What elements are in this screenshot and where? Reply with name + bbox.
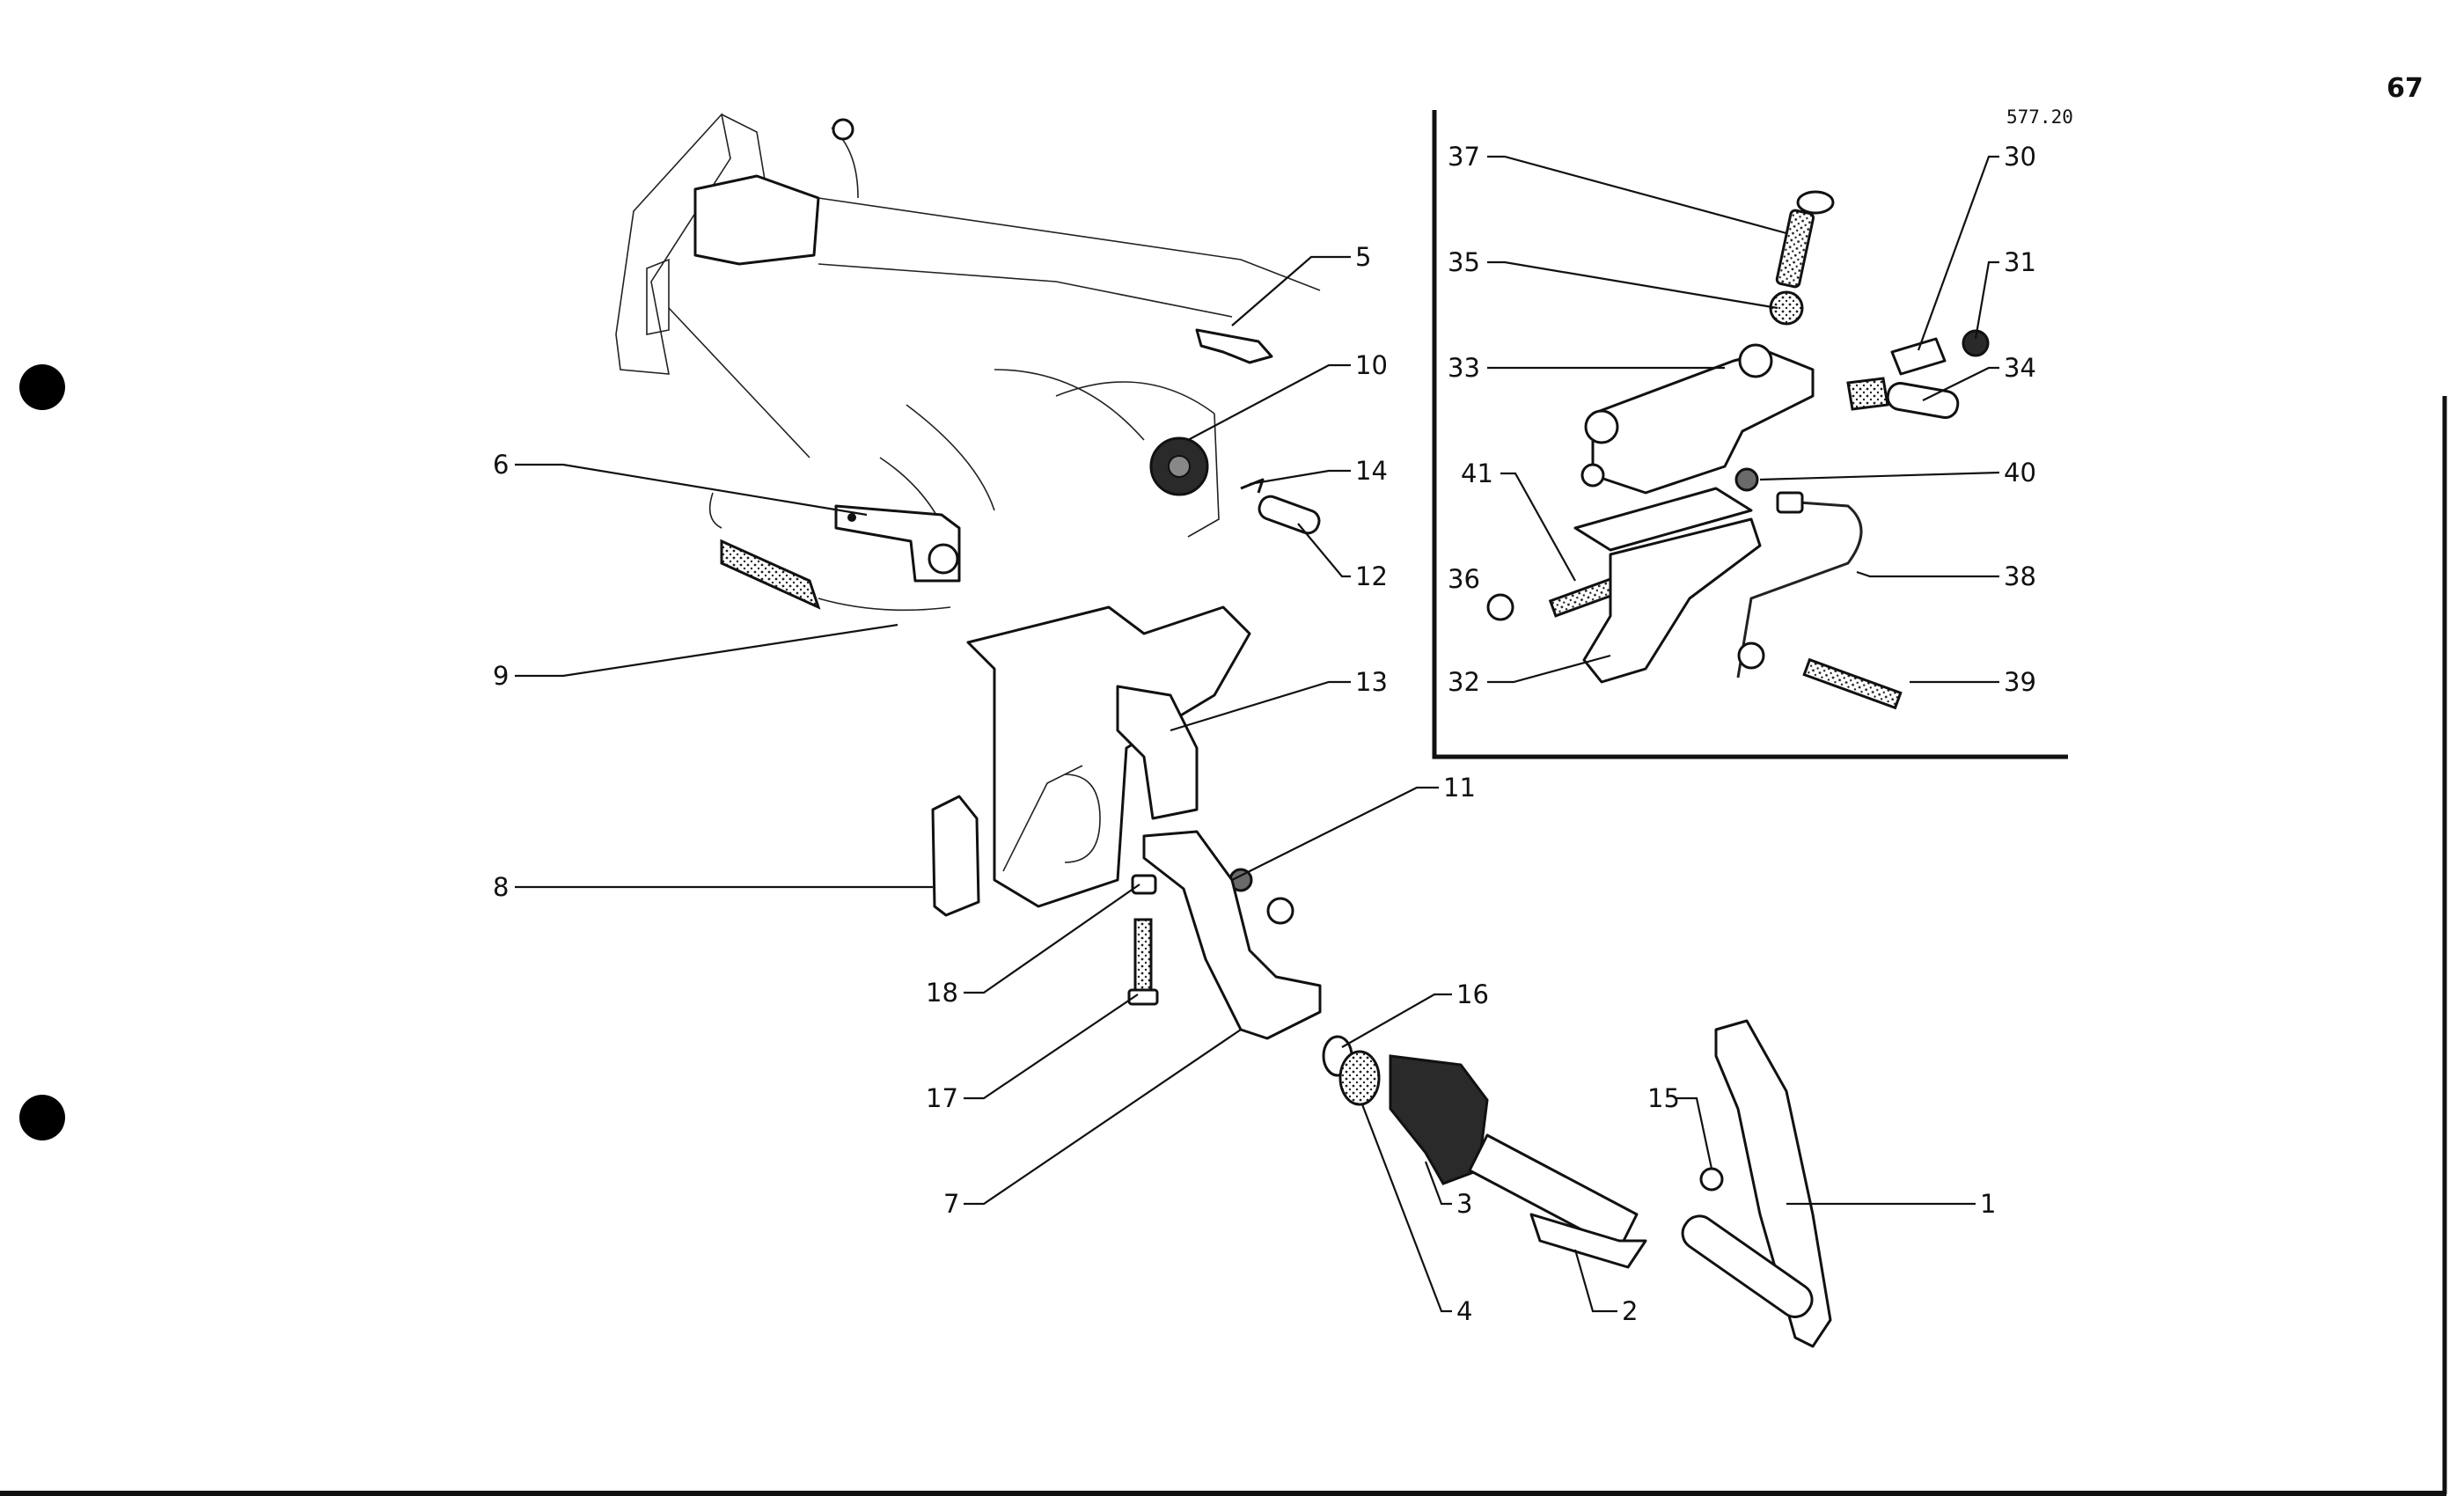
callout-labels: 1 2 3 4 5 6 7 8 9 10 11 12 13 14 15 16 1…	[493, 142, 2036, 1326]
callout-31: 31	[2004, 247, 2036, 277]
callout-37: 37	[1448, 142, 1480, 172]
callout-41: 41	[1461, 458, 1493, 488]
part-12-pin	[1258, 495, 1321, 535]
part-38-pipe	[1736, 500, 1863, 678]
part-5-bracket	[1195, 328, 1273, 364]
part-37-screw	[1775, 209, 1815, 289]
callout-4: 4	[1456, 1296, 1472, 1326]
part-30-valve	[1890, 337, 1947, 376]
callout-39: 39	[2004, 667, 2036, 697]
part-7-pedal-arm	[1142, 830, 1322, 1040]
inset-frame	[1432, 110, 2068, 759]
leader-lines	[515, 155, 2000, 1313]
callout-7: 7	[943, 1189, 959, 1219]
callout-10: 10	[1355, 350, 1388, 380]
part-32-bracket	[1582, 517, 1762, 684]
main-assembly	[615, 113, 1832, 1348]
callout-3: 3	[1456, 1189, 1472, 1219]
callout-40: 40	[2004, 458, 2036, 488]
part-17-bolt	[1133, 918, 1153, 992]
binder-hole-bottom	[19, 1095, 65, 1140]
callout-17: 17	[926, 1083, 958, 1113]
part-11-eye	[1266, 897, 1294, 925]
callout-5: 5	[1355, 242, 1371, 272]
callout-34: 34	[2004, 353, 2036, 383]
callout-9: 9	[493, 661, 509, 691]
callout-33: 33	[1448, 353, 1480, 383]
part-34-fitting	[1846, 377, 1889, 411]
part-33-master-cylinder	[1591, 350, 1815, 495]
part-36-nut	[1486, 593, 1514, 621]
callout-30: 30	[2004, 142, 2036, 172]
part-13-bracket	[1116, 685, 1199, 820]
callout-38: 38	[2004, 561, 2036, 591]
callout-13: 13	[1355, 667, 1388, 697]
callout-11: 11	[1443, 773, 1476, 803]
part-3-boot	[1389, 1054, 1489, 1185]
part-31-cap	[1962, 329, 1990, 357]
part-4-bushing	[1338, 1050, 1381, 1106]
part-15-screw	[1699, 1167, 1724, 1192]
callout-14: 14	[1355, 456, 1388, 486]
callout-35: 35	[1448, 247, 1480, 277]
part-8-plate	[931, 795, 980, 917]
callout-2: 2	[1622, 1296, 1638, 1326]
callout-36: 36	[1448, 564, 1480, 594]
callout-16: 16	[1456, 979, 1489, 1009]
part-9-cable	[720, 539, 821, 610]
callout-6: 6	[493, 450, 509, 480]
drawing-ref-code: 577.20	[2006, 106, 2073, 128]
part-18-nut	[1131, 874, 1157, 895]
inset-master-cylinder: 577.20	[1432, 106, 2073, 759]
callout-15: 15	[1647, 1083, 1680, 1113]
callout-8: 8	[493, 872, 509, 902]
callout-18: 18	[926, 978, 958, 1008]
callout-12: 12	[1355, 561, 1388, 591]
part-40-nut	[1734, 467, 1759, 492]
callout-32: 32	[1448, 667, 1480, 697]
binder-hole-top	[19, 364, 65, 410]
part-35-spring	[1769, 290, 1804, 326]
callout-1: 1	[1980, 1189, 1996, 1219]
part-1-pedal	[1714, 1019, 1832, 1348]
page-number: 67	[2387, 73, 2424, 104]
part-39-bolt	[1802, 657, 1903, 710]
